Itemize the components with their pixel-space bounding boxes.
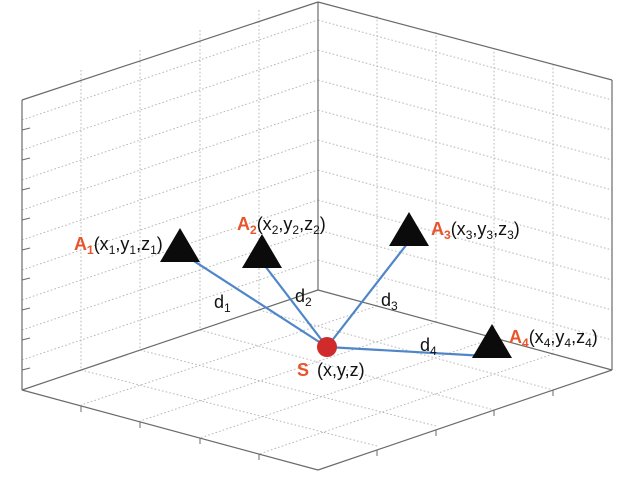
anchor-2-label: A2(x2,y2,z2) — [237, 214, 326, 237]
box-frame — [21, 1, 613, 471]
anchor-4-marker — [472, 324, 512, 358]
distance-links — [179, 243, 487, 358]
anchor-4-label: A4(x4,y4,z4) — [509, 327, 598, 350]
distance-label-d4: d4 — [420, 335, 437, 358]
anchor-markers — [160, 212, 512, 358]
axis-ticks — [21, 127, 554, 460]
distance-label-d1: d1 — [214, 292, 231, 315]
floor-grid — [80, 305, 554, 455]
anchor-2-marker — [242, 234, 282, 268]
source-coords: (x,y,z) — [317, 360, 365, 380]
anchor-1-marker — [160, 228, 200, 262]
link-d2 — [261, 261, 328, 348]
source-name: S — [297, 360, 309, 380]
distance-label-d2: d2 — [295, 286, 312, 309]
source-label: S (x,y,z) — [297, 360, 365, 380]
grid-box — [21, 1, 613, 471]
link-d3 — [326, 243, 408, 348]
anchor-3-marker — [389, 212, 429, 246]
link-d1 — [179, 251, 328, 348]
source-point — [317, 337, 337, 357]
anchor-1-label: A1(x1,y1,z1) — [74, 234, 163, 257]
link-d4 — [326, 345, 487, 358]
right-wall-grid — [317, 16, 613, 371]
distance-label-d3: d3 — [381, 290, 398, 313]
left-wall-grid — [21, 10, 319, 391]
anchor-3-label: A3(x3,y3,z3) — [431, 219, 520, 242]
